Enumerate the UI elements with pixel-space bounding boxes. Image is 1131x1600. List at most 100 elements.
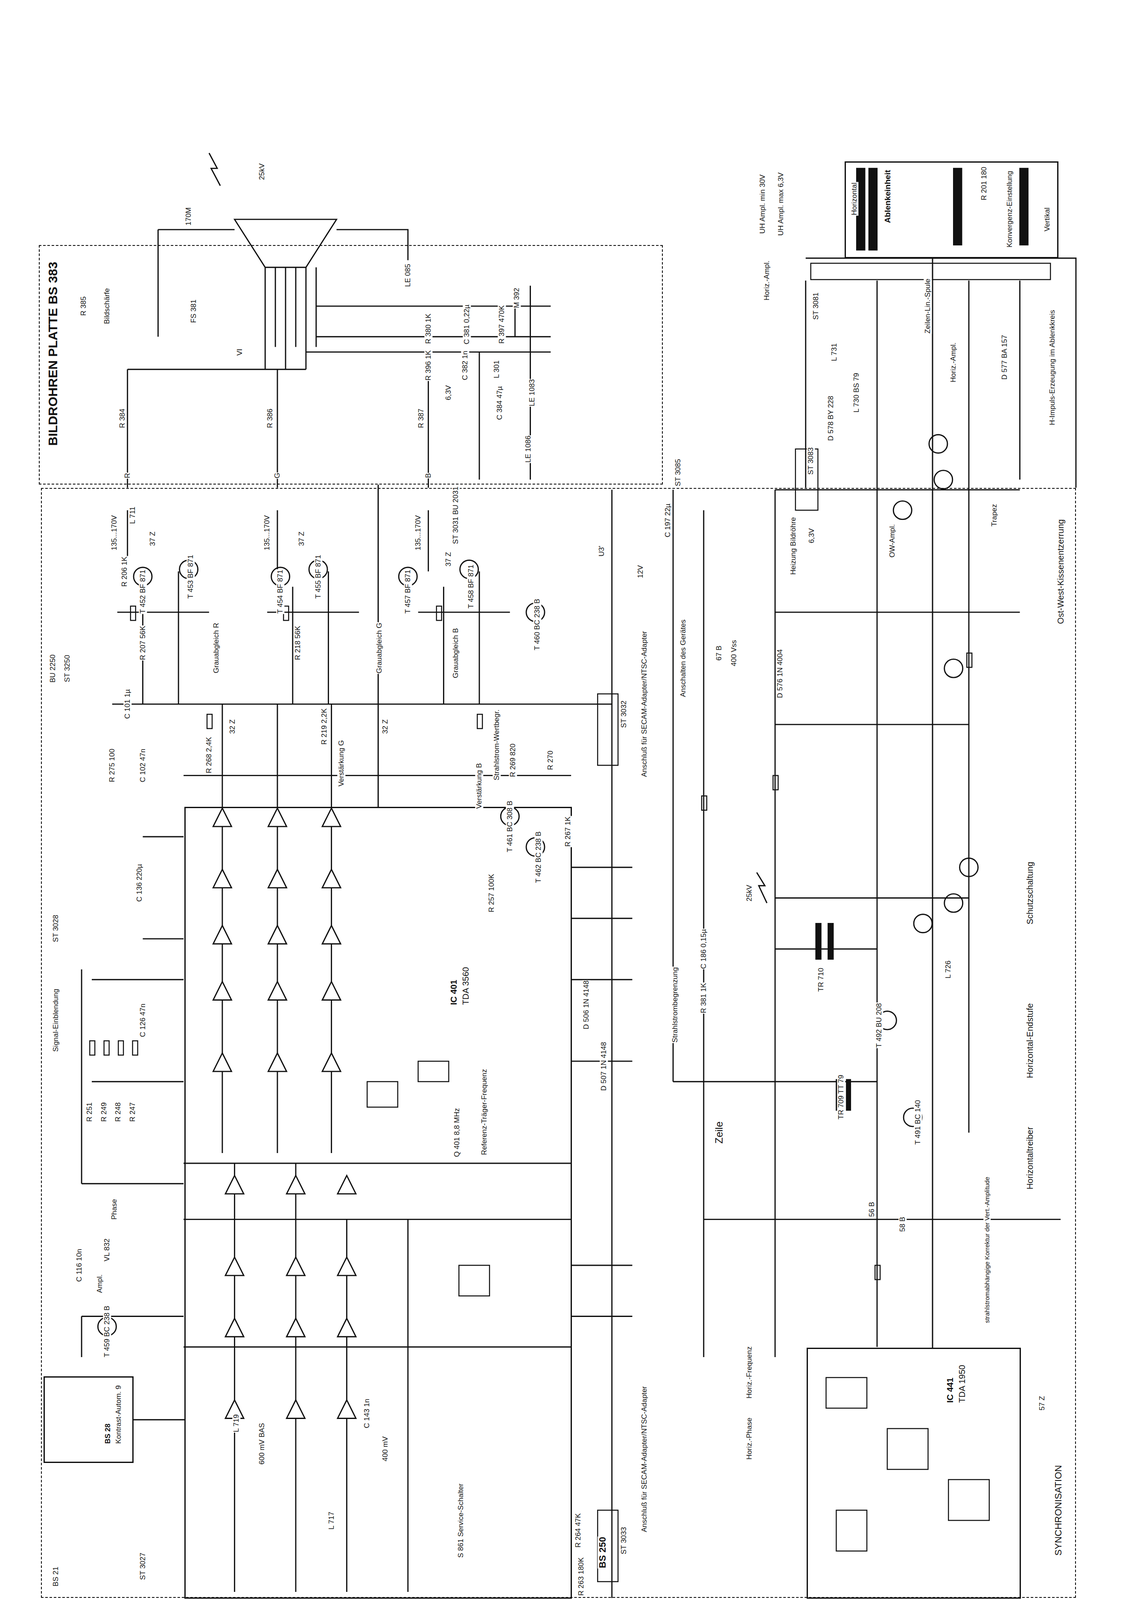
schematic-label: T 453 BF 871 <box>186 553 196 599</box>
schematic-label: C 197 22µ <box>664 503 673 538</box>
schematic-label: 25kV <box>745 883 754 902</box>
component-symbol <box>874 1265 881 1280</box>
transistor-symbol <box>944 893 963 913</box>
schematic-label: SYNCHRONISATION <box>1053 1464 1064 1556</box>
schematic-label: Horizontal <box>850 182 859 216</box>
schematic-label: T 460 BC 238 B <box>533 598 542 651</box>
schematic-label: Zeilen-Lin.-Spule <box>924 278 933 335</box>
schematic-label: Strahlstrombegrenzung <box>671 966 680 1044</box>
schematic-label: TR 710 <box>816 967 825 992</box>
schematic-label: ST 3031 BU 2031 <box>451 486 461 545</box>
component-symbol <box>953 168 962 245</box>
amplifier-symbol <box>225 1317 244 1337</box>
schematic-label: T 491 BC 140 <box>913 1099 922 1146</box>
schematic-label: R <box>123 472 132 479</box>
schematic-label: strahlstromabhängige Korrektur der Vert.… <box>983 1176 992 1324</box>
schematic-label: R 206 1K <box>120 555 129 587</box>
schematic-label: Horiz.-Ampl. <box>763 260 772 302</box>
amplifier-symbol <box>268 1052 287 1072</box>
schematic-label: VI <box>235 348 244 356</box>
schematic-label: ST 3083 <box>806 446 815 476</box>
block-label: IC 401 <box>448 966 459 1006</box>
schematic-label: 170M <box>184 206 193 226</box>
wire <box>265 267 316 370</box>
schematic-label: ST 3250 <box>63 654 72 683</box>
schematic-label: VL 832 <box>103 1238 112 1262</box>
schematic-label: UH Ampl. min 30V <box>758 174 767 235</box>
schematic-label: TR 709 TT 79 <box>837 1073 846 1120</box>
schematic-label: R 386 <box>266 408 275 429</box>
schematic-label: 37 Z <box>444 551 453 567</box>
schematic-label: Horizontaltreiber <box>1025 1126 1035 1190</box>
wire <box>673 489 1061 1219</box>
schematic-label: U3' <box>597 545 606 557</box>
circuit-block: IC 441TDA 1950 <box>806 1347 1021 1599</box>
schematic-label: R 267 1K <box>564 816 573 848</box>
block-text: BILDROHREN PLATTE BS 383 <box>45 261 60 446</box>
amplifier-symbol <box>322 807 341 827</box>
component-symbol <box>89 1040 95 1055</box>
circuit-block: Ablenkeinheit <box>844 161 1059 259</box>
schematic-label: LE 1083 <box>528 378 537 407</box>
transistor-symbol <box>944 658 963 678</box>
component-symbol <box>132 1040 138 1055</box>
schematic-label: R 218 56K <box>293 625 302 661</box>
circuit-block: BS 28Kontrast-Autom. 9 <box>43 1375 134 1463</box>
schematic-label: L 719 <box>232 1413 241 1433</box>
schematic-label: 12V <box>636 564 645 578</box>
wire <box>306 306 551 353</box>
amplifier-symbol <box>225 1256 244 1276</box>
schematic-label: M 392 <box>513 287 522 309</box>
schematic-label: C 381 0,22µ <box>463 304 472 345</box>
component-symbol <box>772 775 779 790</box>
block-label: Ablenkeinheit <box>883 169 893 224</box>
wire <box>804 280 807 488</box>
schematic-label: T 458 BF 871 <box>467 564 476 610</box>
amplifier-symbol <box>322 981 341 1000</box>
schematic-label: Ost-West-Kissenentzerrung <box>1055 518 1066 624</box>
schematic-label: R 263 180K <box>577 1556 586 1596</box>
schematic-label: L 726 <box>944 959 953 979</box>
schematic-label: Horiz.-Frequenz <box>745 1345 754 1399</box>
schematic-label: Anschluß für SECAM-Adapter/NTSC-Adapter <box>640 630 649 778</box>
schematic-label: FS 381 <box>189 299 199 324</box>
amplifier-symbol <box>322 925 341 944</box>
schematic-label: C 126 47n <box>138 1002 147 1038</box>
schematic-label: 400 mV <box>381 1435 390 1462</box>
schematic-label: Horiz.-Phase <box>745 1416 754 1460</box>
driver-wire <box>418 510 511 704</box>
wire <box>234 1163 409 1592</box>
wire <box>775 948 878 950</box>
schematic-label: Phase <box>110 1198 119 1220</box>
schematic-label: R 249 <box>99 1101 108 1123</box>
schematic-label: D 506 1N 4148 <box>582 979 591 1030</box>
wire <box>611 489 613 1598</box>
amplifier-symbol <box>286 1399 305 1419</box>
schematic-label: 6,3V <box>807 527 817 544</box>
driver-wire <box>117 510 210 704</box>
component-symbol <box>948 1479 990 1521</box>
schematic-label: LE 1086 <box>524 434 533 463</box>
wire <box>183 1163 572 1347</box>
schematic-label: Konvergenz-Einstellung <box>1005 170 1014 248</box>
schematic-label: 58 B <box>898 1216 907 1233</box>
schematic-label: Q 401 8,8 MHz <box>452 1107 461 1158</box>
schematic-label: R 247 <box>128 1101 137 1123</box>
schematic-label: 67 B <box>714 644 723 661</box>
amplifier-symbol <box>322 1052 341 1072</box>
component-symbol <box>458 1265 490 1296</box>
schematic-label: 57 Z <box>1038 1395 1047 1411</box>
amplifier-symbol <box>322 869 341 888</box>
schematic-label: T 462 BC 238 B <box>534 830 543 884</box>
schematic-label: Anschluß für SECAM-Adapter/NTSC-Adapter <box>640 1385 649 1533</box>
wire <box>571 867 633 1317</box>
schematic-label: G <box>273 472 282 479</box>
schematic-label: 135...170V <box>110 514 119 551</box>
schematic-label: R 387 <box>417 408 426 429</box>
amplifier-symbol <box>286 1317 305 1337</box>
schematic-label: Schutzschaltung <box>1025 860 1035 925</box>
schematic-label: 135...170V <box>413 514 423 551</box>
schematic-label: 32 Z <box>228 718 237 735</box>
schematic-label: 37 Z <box>297 530 307 547</box>
